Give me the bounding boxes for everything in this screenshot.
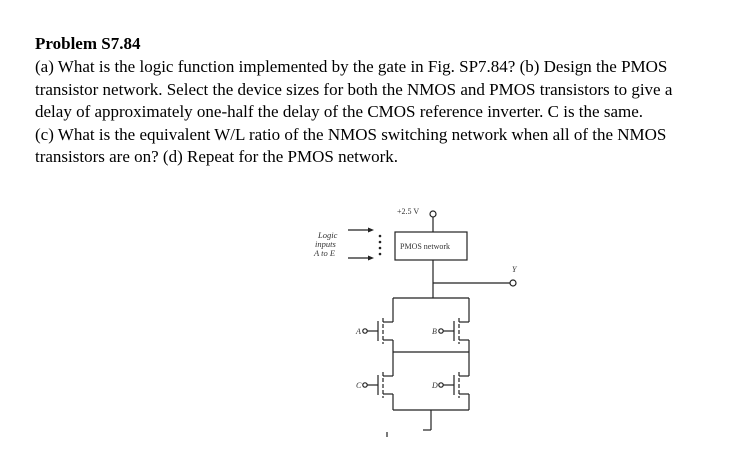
nmos-transistor-d bbox=[438, 372, 470, 410]
logic-label-line-3: A to E bbox=[313, 248, 336, 258]
output-terminal bbox=[509, 279, 517, 287]
pmos-network-label: PMOS network bbox=[400, 242, 450, 251]
nmos-transistor-a bbox=[362, 316, 394, 352]
logic-label-line-2: inputs bbox=[315, 239, 336, 249]
nmos-transistor-c bbox=[362, 372, 394, 410]
label-a: A bbox=[355, 327, 361, 336]
logic-label-line-1: Logic bbox=[317, 230, 338, 240]
label-b: B bbox=[432, 327, 437, 336]
problem-statement: (a) What is the logic function implement… bbox=[35, 56, 725, 169]
supply-terminal bbox=[429, 210, 437, 218]
pmos-network-box bbox=[394, 231, 468, 261]
problem-title: Problem S7.84 bbox=[35, 34, 141, 53]
problem-line-2: transistor network. Select the device si… bbox=[35, 79, 673, 99]
label-c: C bbox=[356, 381, 362, 390]
output-label: Y bbox=[512, 265, 518, 274]
problem-line-1: (a) What is the logic function implement… bbox=[35, 57, 668, 76]
problem-line-4: (c) What is the equivalent W/L ratio of … bbox=[35, 124, 667, 144]
supply-label: +2.5 V bbox=[397, 207, 419, 216]
nmos-transistor-b bbox=[438, 316, 470, 352]
problem-line-5: transistors are on? (d) Repeat for the P… bbox=[35, 147, 399, 166]
input-ellipsis-dots bbox=[378, 234, 382, 256]
label-d: D bbox=[431, 381, 438, 390]
problem-line-3: delay of approximately one-half the dela… bbox=[35, 102, 644, 121]
